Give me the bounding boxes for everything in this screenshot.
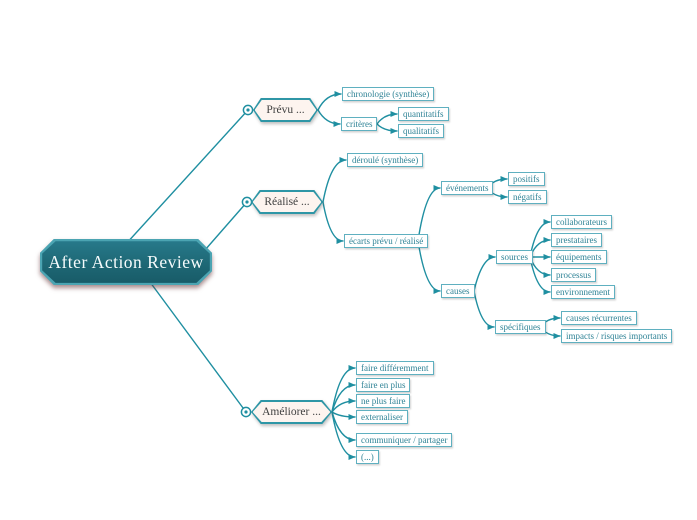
- topic-node-ameliorer[interactable]: Améliorer ...: [251, 400, 332, 424]
- topic-fill: [254, 99, 317, 121]
- edge-processus: [529, 256, 551, 278]
- edge-externaliser: [331, 411, 356, 420]
- edge-evenements: [417, 185, 441, 242]
- item-node-equipements[interactable]: équipements: [551, 250, 607, 264]
- item-node-ne-plus-faire[interactable]: ne plus faire: [356, 394, 411, 408]
- branch-connector-dot-prevu: [246, 108, 250, 112]
- item-node-quantitatifs[interactable]: quantitatifs: [398, 107, 449, 121]
- edge-root-prevu: [124, 109, 249, 246]
- item-node-deroule[interactable]: déroulé (synthèse): [347, 153, 424, 167]
- edge-ecarts: [322, 201, 344, 244]
- topic-label: Améliorer ...: [262, 406, 321, 418]
- edge-faire-en-plus: [331, 382, 356, 413]
- item-node-specifiques[interactable]: spécifiques: [495, 320, 546, 334]
- edge-causes: [417, 240, 441, 294]
- root-node-label: After Action Review: [48, 251, 204, 272]
- item-node-environnement[interactable]: environnement: [551, 285, 615, 299]
- item-node-causes-recurrentes[interactable]: causes récurrentes: [561, 311, 637, 325]
- item-node-autres[interactable]: (...): [356, 450, 379, 464]
- item-node-qualitatifs[interactable]: qualitatifs: [398, 124, 444, 138]
- topic-fill: [252, 191, 322, 213]
- topic-node-prevu[interactable]: Prévu ...: [253, 98, 318, 122]
- branch-connector-dot-realise: [245, 200, 249, 204]
- topic-label: Prévu ...: [266, 104, 305, 116]
- item-node-communiquer[interactable]: communiquer / partager: [356, 433, 453, 447]
- item-node-prestataires[interactable]: prestataires: [551, 233, 602, 247]
- item-node-ecarts[interactable]: écarts prévu / réalisé: [344, 234, 429, 248]
- edge-deroule: [322, 157, 347, 203]
- item-node-impacts[interactable]: impacts / risques importants: [561, 329, 673, 343]
- edge-chronologie: [317, 91, 342, 111]
- edge-quantitatifs: [376, 111, 398, 125]
- edge-faire-differemment: [331, 365, 356, 413]
- item-node-chronologie[interactable]: chronologie (synthèse): [342, 87, 435, 101]
- edge-autres: [331, 411, 356, 460]
- item-node-processus[interactable]: processus: [551, 268, 596, 282]
- root-node-after-action-review[interactable]: After Action Review: [40, 239, 212, 285]
- item-node-sources[interactable]: sources: [496, 250, 533, 264]
- topic-node-realise[interactable]: Réalisé ...: [251, 190, 323, 214]
- edge-qualitatifs: [376, 123, 398, 134]
- item-node-positifs[interactable]: positifs: [508, 172, 545, 186]
- edge-root-ameliorer: [149, 281, 247, 413]
- root-node-fill: [42, 241, 210, 283]
- edge-specifiques: [473, 290, 495, 330]
- item-node-causes[interactable]: causes: [441, 284, 475, 298]
- edge-criteres: [317, 109, 341, 127]
- edge-sources: [473, 254, 496, 292]
- item-node-negatifs[interactable]: négatifs: [508, 190, 547, 204]
- item-node-faire-differemment[interactable]: faire différemment: [356, 361, 434, 375]
- item-node-faire-en-plus[interactable]: faire en plus: [356, 378, 411, 392]
- topic-fill: [252, 401, 331, 423]
- item-node-externaliser[interactable]: externaliser: [356, 410, 408, 424]
- edge-root-realise: [204, 201, 248, 251]
- topic-label: Réalisé ...: [264, 196, 310, 208]
- item-node-collaborateurs[interactable]: collaborateurs: [551, 215, 612, 229]
- edge-ne-plus-faire: [331, 398, 356, 413]
- item-node-evenements[interactable]: événements: [441, 181, 494, 195]
- branch-connector-dot-ameliorer: [244, 410, 248, 414]
- item-node-criteres[interactable]: critères: [341, 117, 378, 131]
